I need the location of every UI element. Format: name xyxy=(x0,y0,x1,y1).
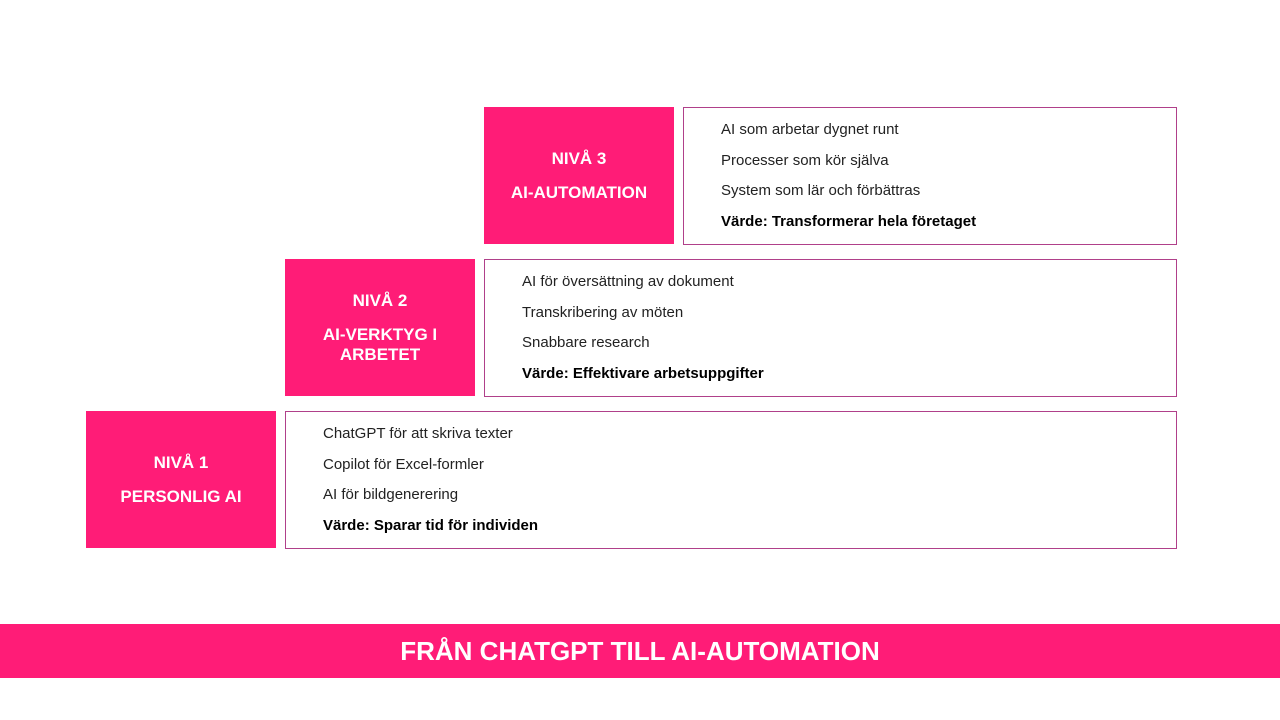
value-statement: Värde: Sparar tid för individen xyxy=(323,516,539,534)
level-name: AI-VERKTYG I ARBETET xyxy=(322,324,438,364)
value-statement: Värde: Transformerar hela företaget xyxy=(721,212,977,230)
level-2-label: NIVÅ 2 AI-VERKTYG I ARBETET xyxy=(285,259,475,396)
level-number: NIVÅ 3 xyxy=(551,148,607,168)
level-number: NIVÅ 1 xyxy=(153,452,209,472)
list-item: ChatGPT för att skriva texter xyxy=(323,425,513,442)
level-2-content: AI för översättning av dokument Transkri… xyxy=(484,259,1177,397)
list-item: System som lär och förbättras xyxy=(721,182,921,199)
title-banner: FRÅN CHATGPT TILL AI-AUTOMATION xyxy=(0,624,1280,678)
list-item: Snabbare research xyxy=(522,334,650,351)
banner-title: FRÅN CHATGPT TILL AI-AUTOMATION xyxy=(400,635,880,666)
list-item: AI som arbetar dygnet runt xyxy=(721,121,899,138)
level-number: NIVÅ 2 xyxy=(352,290,408,310)
level-name: PERSONLIG AI xyxy=(120,486,242,506)
list-item: AI för bildgenerering xyxy=(323,486,459,503)
level-3-content: AI som arbetar dygnet runt Processer som… xyxy=(683,107,1177,245)
level-3-label: NIVÅ 3 AI-AUTOMATION xyxy=(484,107,674,244)
list-item: AI för översättning av dokument xyxy=(522,273,734,290)
level-1-content: ChatGPT för att skriva texter Copilot fö… xyxy=(285,411,1177,549)
list-item: Transkribering av möten xyxy=(522,303,684,321)
level-1-label: NIVÅ 1 PERSONLIG AI xyxy=(86,411,276,548)
list-item: Copilot för Excel-formler xyxy=(323,455,484,473)
value-statement: Värde: Effektivare arbetsuppgifter xyxy=(522,364,764,382)
list-item: Processer som kör själva xyxy=(721,151,889,169)
level-name: AI-AUTOMATION xyxy=(510,182,648,202)
